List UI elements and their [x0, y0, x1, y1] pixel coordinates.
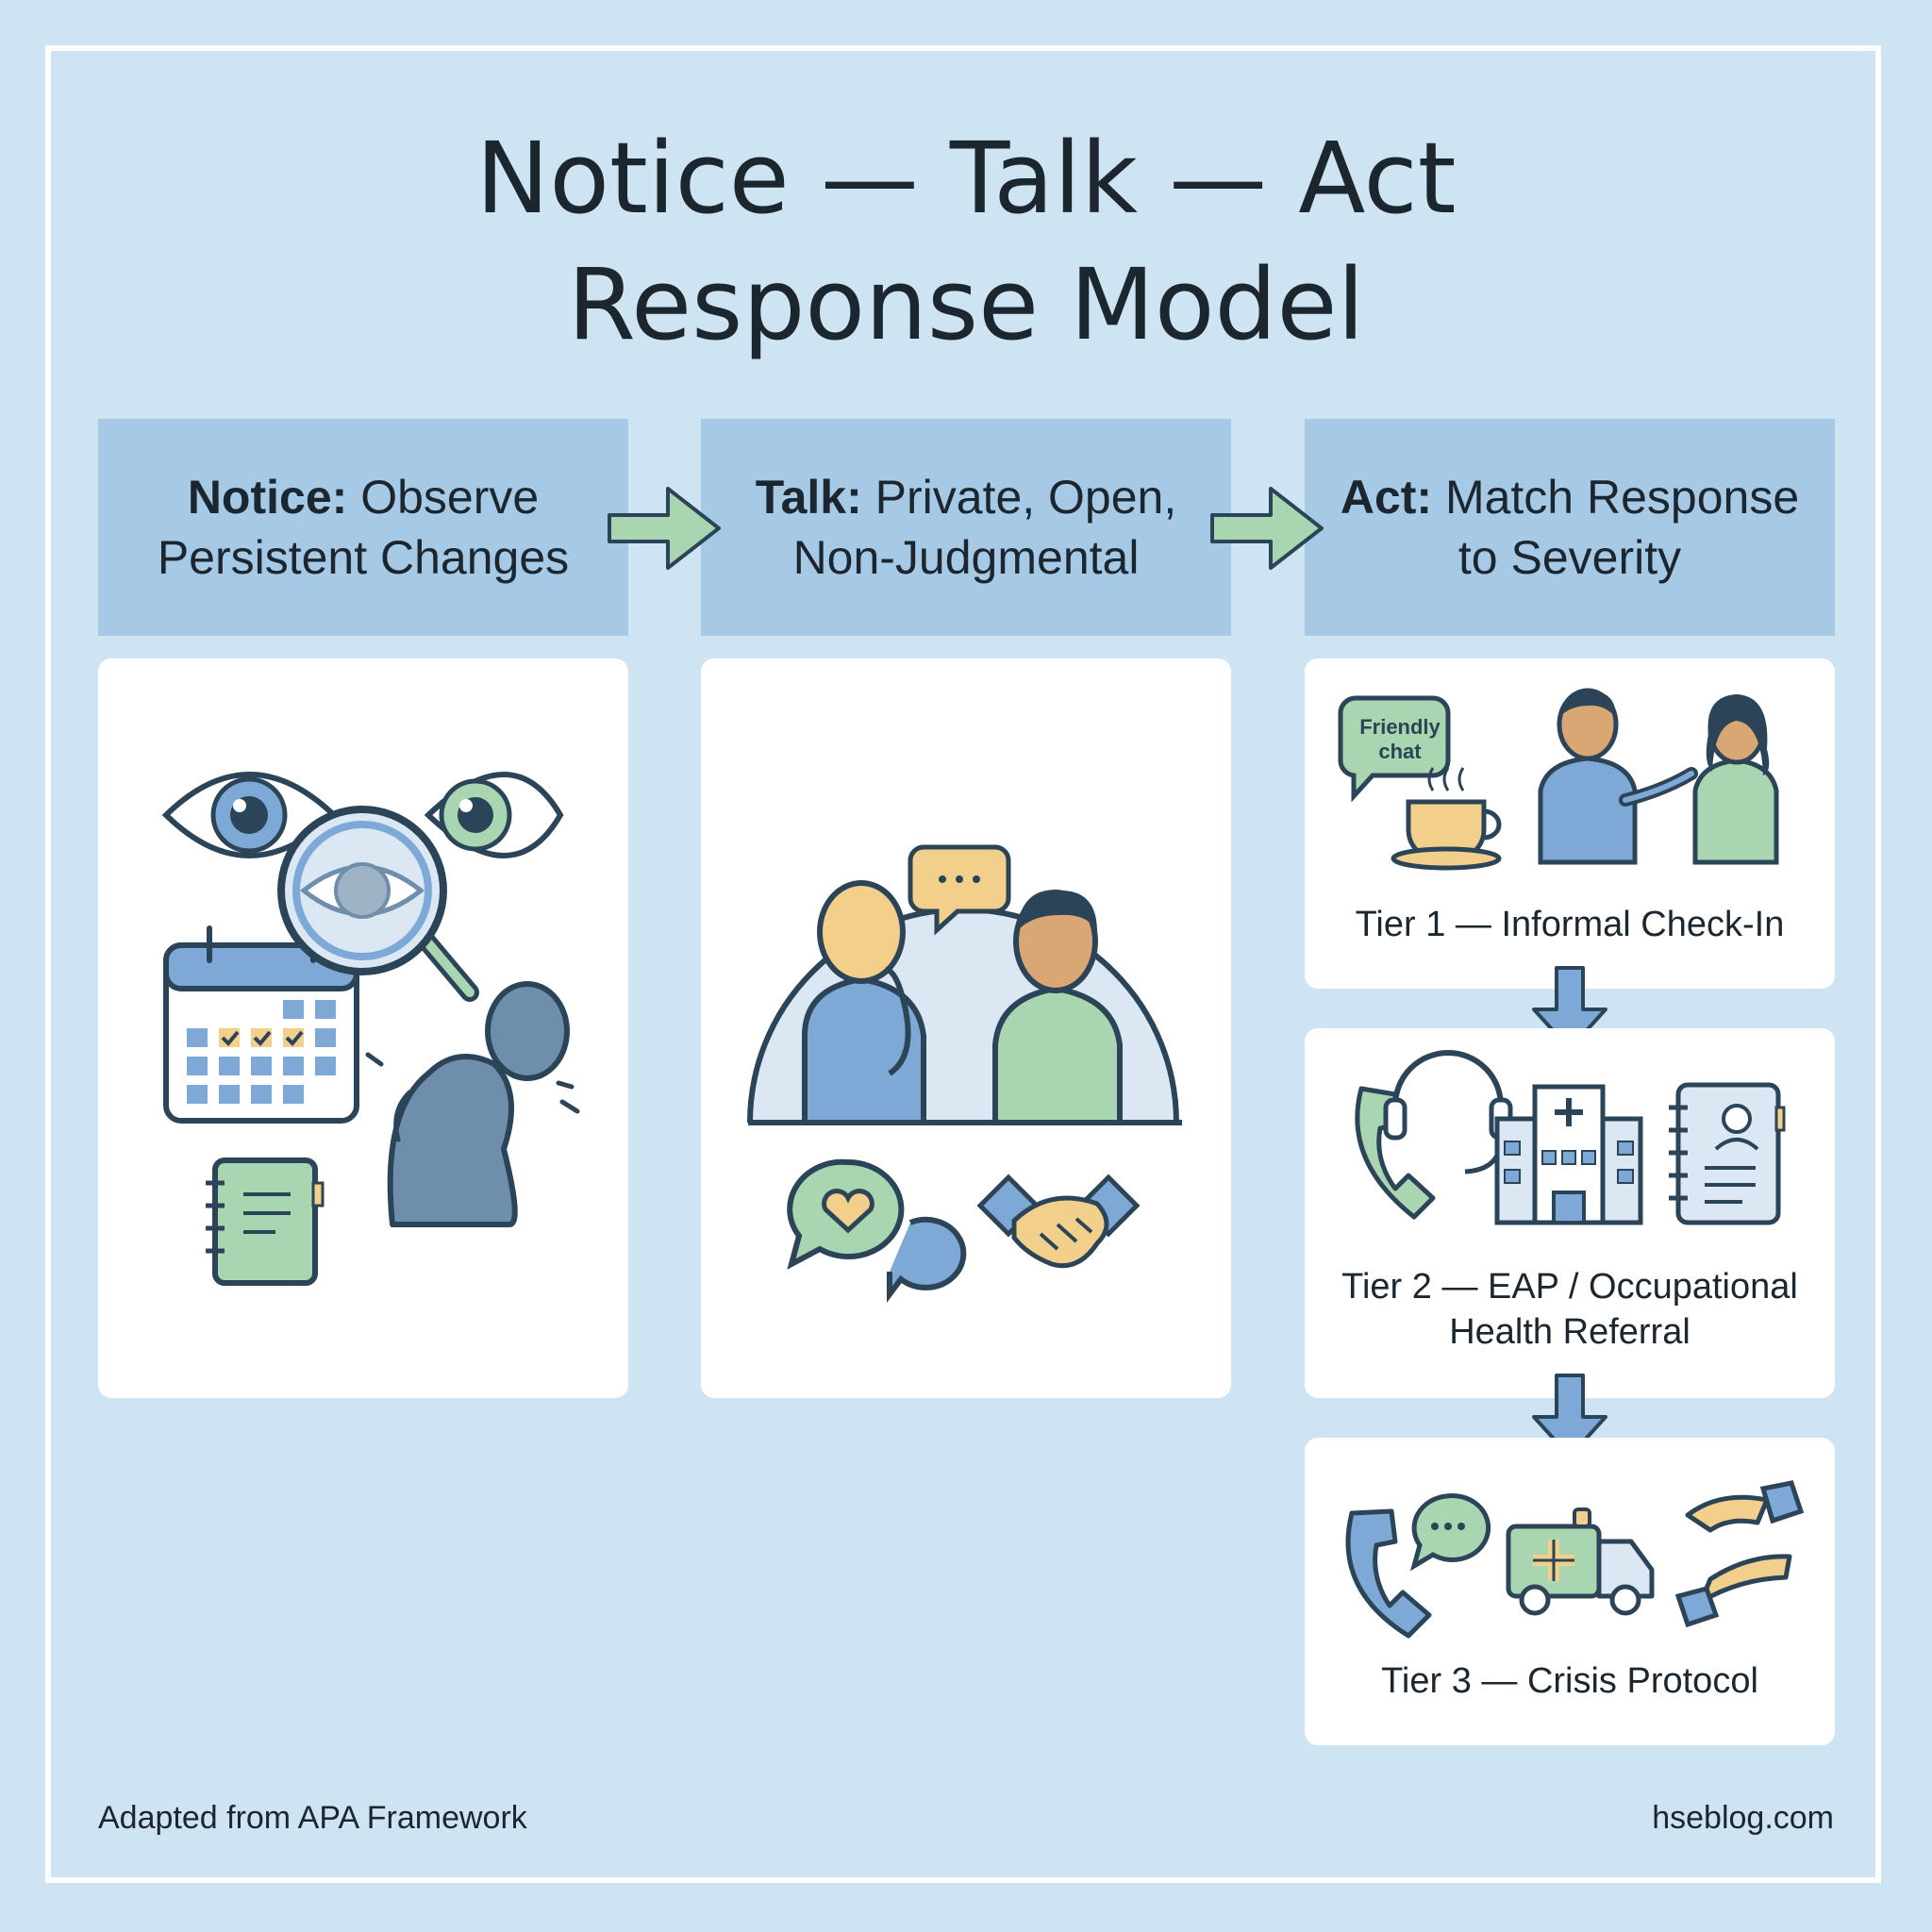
step-notice-text-1: Observe: [347, 471, 540, 524]
step-act-header: Act: Match Response to Severity: [1305, 419, 1835, 636]
title-line-1: Notice — Talk — Act: [475, 121, 1457, 236]
tier-2-label-line-2: Health Referral: [1449, 1312, 1690, 1352]
magnifying-glass-icon: [277, 806, 479, 1002]
step-act-text-1: Match Response: [1432, 471, 1800, 524]
tier-3-label: Tier 3 — Crisis Protocol: [1381, 1661, 1758, 1701]
tier-3-panel: Tier 3 — Crisis Protocol: [1305, 1438, 1835, 1745]
talk-panel: [701, 658, 1231, 1398]
talk-illustration: [747, 820, 1182, 1303]
ambulance-icon: [1506, 1507, 1655, 1616]
person-icon: [1538, 688, 1698, 865]
step-talk-text-2: Non-Judgmental: [792, 531, 1140, 584]
handshake-icon: [976, 1174, 1141, 1269]
tier-2-illustration: [1355, 1050, 1786, 1225]
tier-3-illustration: [1345, 1480, 1805, 1639]
bubble-text-1: Friendly: [1359, 715, 1441, 739]
person-icon: [802, 880, 926, 1125]
step-talk-header: Talk: Private, Open, Non-Judgmental: [701, 419, 1231, 636]
tier-2-panel: Tier 2 — EAP / Occupational Health Refer…: [1305, 1028, 1835, 1398]
eye-icon: [424, 772, 564, 858]
tier-2-label: Tier 2 — EAP / Occupational Health Refer…: [1305, 1264, 1835, 1355]
arrow-down-icon: [1532, 1374, 1607, 1458]
distressed-person-icon: [365, 981, 580, 1227]
step-act-keyword: Act:: [1340, 471, 1433, 524]
person-icon: [992, 890, 1123, 1125]
coffee-cup-icon: [1391, 767, 1502, 871]
step-talk-text-1: Private, Open,: [861, 471, 1177, 524]
speech-bubble-icon: Friendly chat: [1338, 695, 1451, 803]
helping-hands-icon: [1674, 1480, 1805, 1628]
notice-illustration: [161, 772, 580, 1286]
speech-bubble-icon: [908, 844, 1011, 936]
tier-2-label-line-1: Tier 2 — EAP / Occupational: [1341, 1267, 1798, 1307]
eye-icon: [161, 772, 339, 858]
tier-1-illustration: Friendly chat: [1338, 688, 1779, 871]
footer-site[interactable]: hseblog.com: [1652, 1800, 1834, 1836]
footer-source: Adapted from APA Framework: [98, 1800, 527, 1836]
step-talk-keyword: Talk:: [755, 471, 862, 524]
medical-record-icon: [1669, 1082, 1786, 1225]
phone-headset-icon: [1355, 1050, 1513, 1220]
person-icon: [1692, 694, 1779, 865]
heart-chat-icon: [787, 1158, 967, 1303]
notebook-icon: [206, 1158, 325, 1286]
page-title: Notice — Talk — Act Response Model: [0, 115, 1932, 368]
phone-chat-icon: [1345, 1493, 1491, 1639]
step-notice-text-2: Persistent Changes: [157, 531, 570, 584]
tier-1-label: Tier 1 — Informal Check-In: [1355, 905, 1785, 944]
bubble-text-2: chat: [1378, 740, 1422, 763]
outer-frame: [45, 45, 1881, 1883]
arrow-right-icon: [1210, 487, 1324, 570]
notice-panel: [98, 658, 628, 1398]
hospital-icon: [1494, 1084, 1643, 1225]
step-act-text-2: to Severity: [1457, 531, 1682, 584]
arrow-right-icon: [608, 487, 721, 570]
title-line-2: Response Model: [567, 247, 1365, 362]
tier-1-panel: Friendly chat Tier 1 — Informal Check-In: [1305, 658, 1835, 989]
step-notice-keyword: Notice:: [187, 471, 348, 524]
